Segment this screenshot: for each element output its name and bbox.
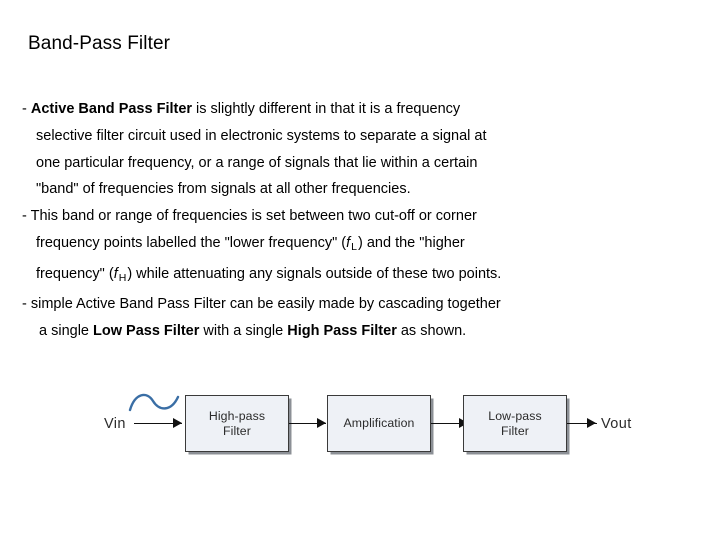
- line6-text-a: frequency points labelled the "lower fre…: [36, 234, 347, 251]
- body-line-2: selective filter circuit used in electro…: [36, 127, 487, 144]
- wire-hp-to-amp: [289, 423, 326, 424]
- block-high-pass-line1: High-pass: [208, 408, 266, 423]
- block-low-pass-line1: Low-pass: [488, 408, 542, 423]
- block-amplification-label: Amplification: [343, 416, 414, 431]
- block-high-pass-filter[interactable]: High-pass Filter: [185, 395, 289, 452]
- body-line-5: - This band or range of frequencies is s…: [22, 208, 477, 225]
- arrow-input-icon: [173, 417, 182, 428]
- block-low-pass-filter[interactable]: Low-pass Filter: [463, 395, 567, 452]
- line6-text-b: ) and the "higher: [358, 234, 465, 251]
- line9-text-b: with a single: [199, 323, 288, 340]
- arrow-hp-to-amp-icon: [317, 417, 326, 428]
- body-line-8: - simple Active Band Pass Filter can be …: [22, 296, 501, 313]
- wire-input: [134, 423, 182, 424]
- diagram-output-label: Vout: [601, 416, 632, 432]
- line1-rest: is slightly different in that it is a fr…: [192, 101, 461, 117]
- block-amplification-line1: Amplification: [343, 416, 415, 430]
- line6-italic-f: f: [346, 234, 351, 251]
- line7-text-a: frequency" (: [36, 265, 114, 282]
- line1-bold: Active Band Pass Filter: [30, 101, 193, 117]
- block-high-pass-label: High-pass Filter: [209, 409, 265, 439]
- line1-dash: -: [22, 101, 31, 117]
- body-line-4: "band" of frequencies from signals at al…: [36, 181, 411, 198]
- body-line-9: a single Low Pass Filter with a single H…: [22, 318, 712, 345]
- sine-wave-icon: [128, 393, 180, 412]
- body-text-block: - Active Band Pass Filter is slightly di…: [22, 96, 712, 345]
- page-title: Band-Pass Filter: [28, 33, 171, 54]
- block-high-pass-line2: Filter: [223, 423, 251, 438]
- line9-bold-lowpass: Low Pass Filter: [93, 323, 200, 340]
- line9-bold-highpass: High Pass Filter: [287, 323, 397, 340]
- line6-subscript: L: [351, 240, 358, 253]
- line7-subscript: H: [118, 271, 127, 284]
- arrow-output-icon: [587, 417, 596, 428]
- line9-text-c: as shown.: [396, 323, 467, 340]
- line7-text-b: ) while attenuating any signals outside …: [127, 265, 502, 282]
- diagram-input-label: Vin: [104, 416, 126, 432]
- wire-output: [567, 423, 597, 424]
- body-line-7: frequency" (fH) while attenuating any si…: [22, 261, 712, 292]
- line9-text-a: a single: [39, 323, 94, 340]
- body-line-6: frequency points labelled the "lower fre…: [22, 230, 712, 261]
- block-amplification[interactable]: Amplification: [327, 395, 431, 452]
- body-line-3: one particular frequency, or a range of …: [36, 154, 478, 171]
- line7-italic-f: f: [113, 265, 118, 282]
- wire-amp-to-lp: [431, 423, 468, 424]
- block-low-pass-line2: Filter: [501, 423, 529, 438]
- block-diagram: Vin High-pass Filter Amplification: [0, 378, 720, 478]
- body-line-1: - Active Band Pass Filter is slightly di…: [22, 96, 712, 123]
- block-low-pass-label: Low-pass Filter: [488, 409, 541, 439]
